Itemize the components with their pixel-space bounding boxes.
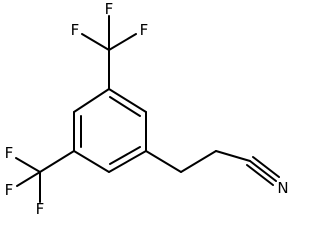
- bond: [39, 150, 75, 173]
- fluorine-atom-label: F: [36, 200, 45, 217]
- nitrogen-atom-label: N: [277, 179, 288, 197]
- benzene-ring: [73, 88, 147, 173]
- fluorine-atom-label: F: [140, 21, 149, 39]
- triple-bond: [249, 160, 277, 182]
- ring-bond: [108, 150, 147, 173]
- bond: [81, 33, 110, 51]
- ring-bond: [73, 88, 110, 113]
- ring-double-bond-inner: [109, 146, 141, 165]
- bond: [180, 150, 217, 173]
- trifluoromethyl-group-left: F F F: [5, 144, 75, 217]
- bond: [145, 150, 182, 173]
- fluorine-atom-label: F: [5, 181, 14, 199]
- chemical-structure-diagram: F F F F F F N: [5, 0, 289, 217]
- trifluoromethyl-group-top: F F F: [71, 0, 149, 90]
- triple-bond: [246, 164, 274, 186]
- bond: [16, 171, 41, 187]
- fluorine-atom-label: F: [5, 144, 14, 162]
- ring-bond: [108, 88, 147, 113]
- bond: [15, 157, 41, 173]
- ring-bond: [73, 150, 110, 173]
- fluorine-atom-label: F: [105, 0, 114, 18]
- ring-double-bond-inner: [109, 96, 141, 117]
- triple-bond: [252, 156, 280, 178]
- propanenitrile-chain: N: [145, 150, 289, 197]
- fluorine-atom-label: F: [71, 21, 80, 39]
- bond: [215, 150, 251, 162]
- bond: [108, 33, 137, 51]
